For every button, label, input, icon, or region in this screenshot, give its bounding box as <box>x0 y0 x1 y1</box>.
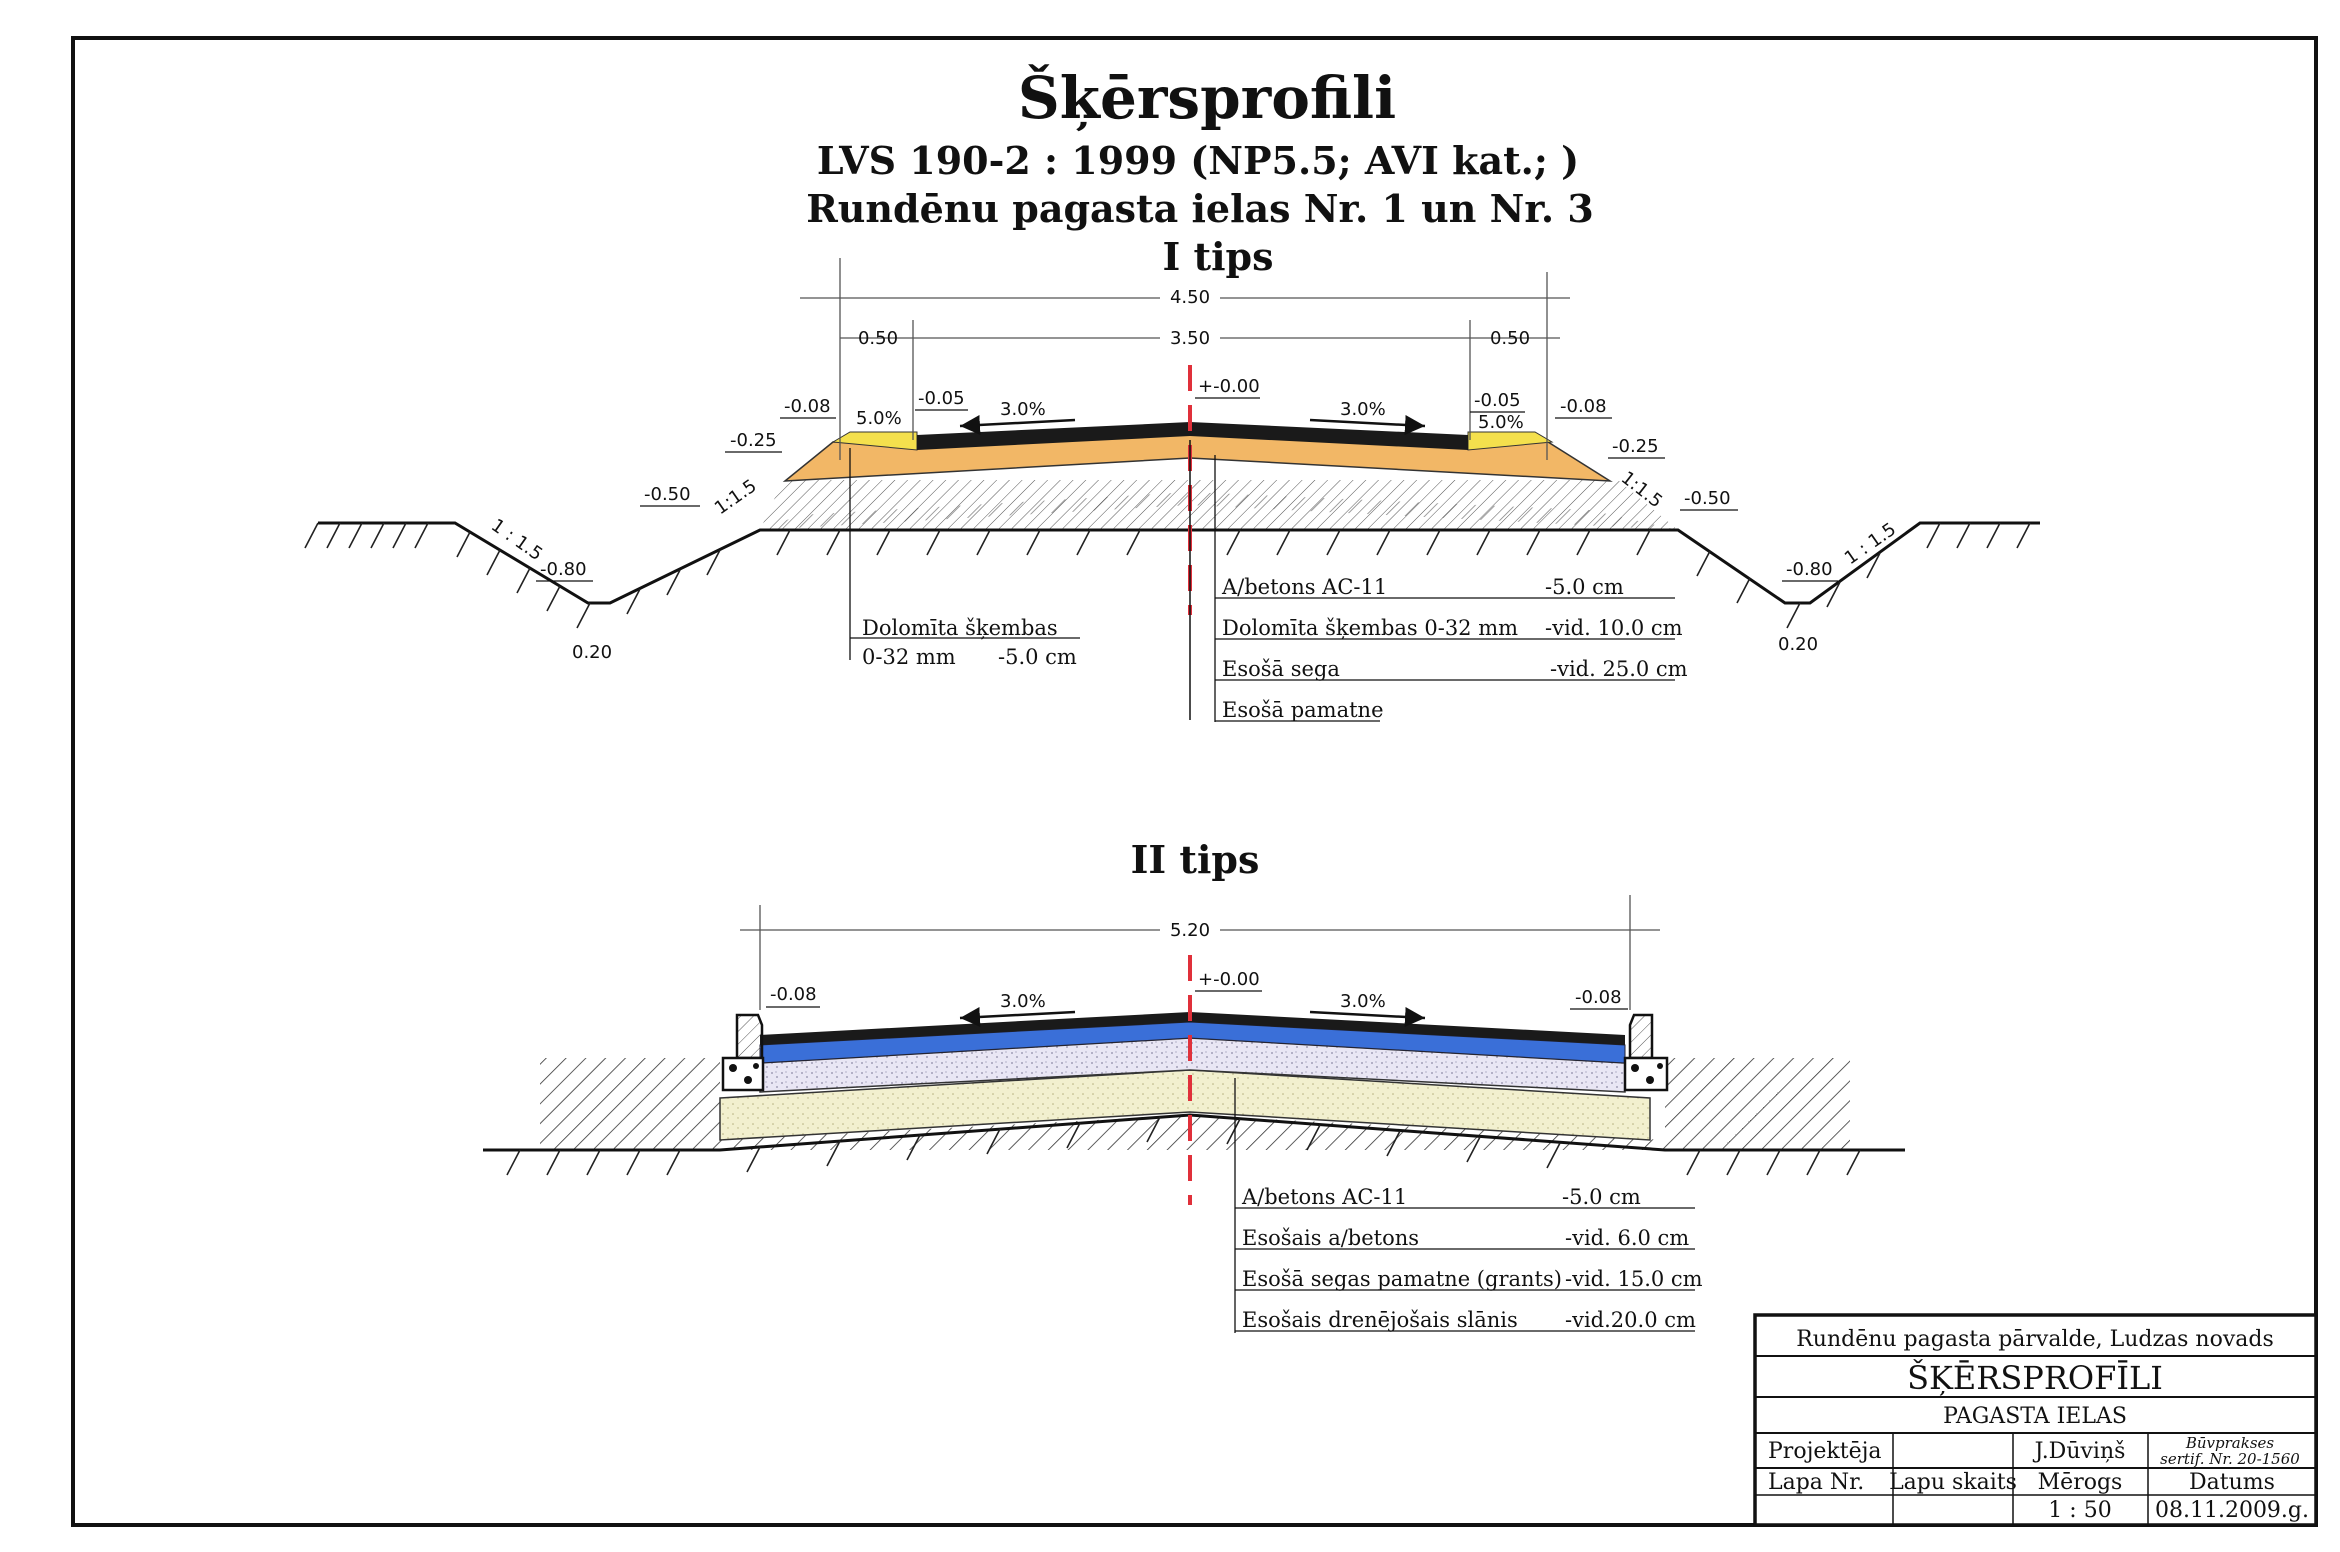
layer-legend-2: A/betons AC-11 -5.0 cm Esošais a/betons … <box>1235 1185 1703 1332</box>
ground-under-2 <box>720 1115 1665 1150</box>
sheet-border <box>71 36 2318 1527</box>
tb-scale-label: Mērogs <box>2038 1470 2123 1495</box>
dim-shoulder-right: 0.50 <box>1490 328 1530 349</box>
slope-shoulder-left: 5.0% <box>856 408 902 429</box>
slope-road-left: 3.0% <box>1000 399 1046 420</box>
slope-right-2: 3.0% <box>1340 991 1386 1012</box>
slope-arrow-left <box>959 414 1076 435</box>
tb-designed-label: Projektēja <box>1768 1439 1882 1464</box>
ratio-inner-left: 1:1.5 <box>711 475 761 519</box>
layer-1-value: -5.0 cm <box>1545 575 1624 599</box>
callout-dolomite-thickness: -5.0 cm <box>998 645 1077 669</box>
shoulder-left <box>831 431 918 451</box>
level-axis-2: +-0.00 <box>1198 969 1260 990</box>
layer2-1-name: A/betons AC-11 <box>1241 1185 1407 1209</box>
layer-2-name: Dolomīta šķembas 0-32 mm <box>1222 616 1518 640</box>
slope-arrow-left-2 <box>959 1006 1076 1027</box>
layer-4-name: Esošā pamatne <box>1222 698 1384 722</box>
level-base-left: -0.25 <box>730 430 777 451</box>
level-edge-right-2: -0.08 <box>1575 987 1622 1008</box>
ground-right-block <box>1665 1058 1850 1150</box>
title-block: Rundēnu pagasta pārvalde, Ludzas novads … <box>1753 1313 2318 1527</box>
level-base-right: -0.25 <box>1612 436 1659 457</box>
level-toe-left: -0.50 <box>644 484 691 505</box>
tb-scale: 1 : 50 <box>2048 1498 2111 1523</box>
page-title: Šķērsprofili <box>1018 64 1396 132</box>
ground-hatch-2 <box>506 1116 1861 1176</box>
section-2: II tips <box>483 837 1905 1333</box>
tb-date: 08.11.2009.g. <box>2155 1498 2309 1523</box>
level-ditch-right: -0.80 <box>1786 559 1833 580</box>
callout-dolomite-size: 0-32 mm <box>862 645 956 669</box>
section-1-heading: I tips <box>1163 234 1274 279</box>
ground-hatch-1 <box>304 522 2031 629</box>
level-edge-left: -0.05 <box>918 388 965 409</box>
slope-road-right: 3.0% <box>1340 399 1386 420</box>
slope-arrow-right-2 <box>1309 1006 1426 1027</box>
slope-shoulder-right: 5.0% <box>1478 412 1524 433</box>
slope-left-2: 3.0% <box>1000 991 1046 1012</box>
layer2-4-name: Esošais drenējošais slānis <box>1242 1308 1518 1332</box>
layer2-1-value: -5.0 cm <box>1562 1185 1641 1209</box>
asphalt-layer <box>917 422 1468 450</box>
tb-date-label: Datums <box>2189 1470 2275 1495</box>
dim-total-5-20: 5.20 <box>1170 920 1210 941</box>
level-ditch-left: -0.80 <box>540 559 587 580</box>
callout-dolomite-name: Dolomīta šķembas <box>862 616 1058 640</box>
ground-left-block <box>540 1058 720 1150</box>
slope-arrow-right <box>1309 414 1426 435</box>
tb-organization: Rundēnu pagasta pārvalde, Ludzas novads <box>1796 1327 2274 1352</box>
level-axis-1: +-0.00 <box>1198 376 1260 397</box>
curb-left <box>721 1013 765 1092</box>
ditch-width-left: 0.20 <box>572 642 612 663</box>
tb-designer: J.Dūviņš <box>2033 1439 2126 1464</box>
ground-line-1 <box>318 521 2040 605</box>
layer2-4-value: -vid.20.0 cm <box>1565 1308 1696 1332</box>
level-edge-left-2: -0.08 <box>770 984 817 1005</box>
layer2-2-value: -vid. 6.0 cm <box>1565 1226 1689 1250</box>
level-toe-right: -0.50 <box>1684 488 1731 509</box>
layer2-3-name: Esošā segas pamatne (grants) <box>1242 1267 1562 1291</box>
existing-subgrade <box>760 492 1678 530</box>
tb-sheet-label: Lapa Nr. <box>1768 1470 1864 1495</box>
tb-drawing-title: ŠĶĒRSPROFĪLI <box>1907 1359 2163 1397</box>
tb-cert-1: Būvprakses <box>2185 1434 2275 1452</box>
tb-cert-2: sertif. Nr. 20-1560 <box>2160 1450 2300 1468</box>
subject-subtitle: Rundēnu pagasta ielas Nr. 1 un Nr. 3 <box>806 186 1594 231</box>
layer2-3-value: -vid. 15.0 cm <box>1565 1267 1703 1291</box>
layer-legend-1: A/betons AC-11 -5.0 cm Dolomīta šķembas … <box>1214 455 1688 722</box>
layer-1-name: A/betons AC-11 <box>1221 575 1387 599</box>
standard-subtitle: LVS 190-2 : 1999 (NP5.5; AVI kat.; ) <box>817 138 1579 183</box>
ditch-width-right: 0.20 <box>1778 634 1818 655</box>
new-asphalt-layer <box>760 1012 1625 1045</box>
layer2-2-name: Esošais a/betons <box>1242 1226 1419 1250</box>
tb-sheets-label: Lapu skaits <box>1889 1470 2017 1495</box>
dim-total-4-50: 4.50 <box>1170 287 1210 308</box>
curb-right <box>1623 1013 1669 1092</box>
layer-3-name: Esošā sega <box>1222 657 1340 681</box>
section-1: I tips <box>304 234 2040 722</box>
dim-road-3-50: 3.50 <box>1170 328 1210 349</box>
tb-drawing-subtitle: PAGASTA IELAS <box>1943 1404 2127 1429</box>
section-2-heading: II tips <box>1131 837 1260 882</box>
level-shoulder-right: -0.08 <box>1560 396 1607 417</box>
level-edge-right: -0.05 <box>1474 390 1521 411</box>
dim-shoulder-left: 0.50 <box>858 328 898 349</box>
layer-2-value: -vid. 10.0 cm <box>1545 616 1683 640</box>
level-shoulder-left: -0.08 <box>784 396 831 417</box>
layer-3-value: -vid. 25.0 cm <box>1550 657 1688 681</box>
